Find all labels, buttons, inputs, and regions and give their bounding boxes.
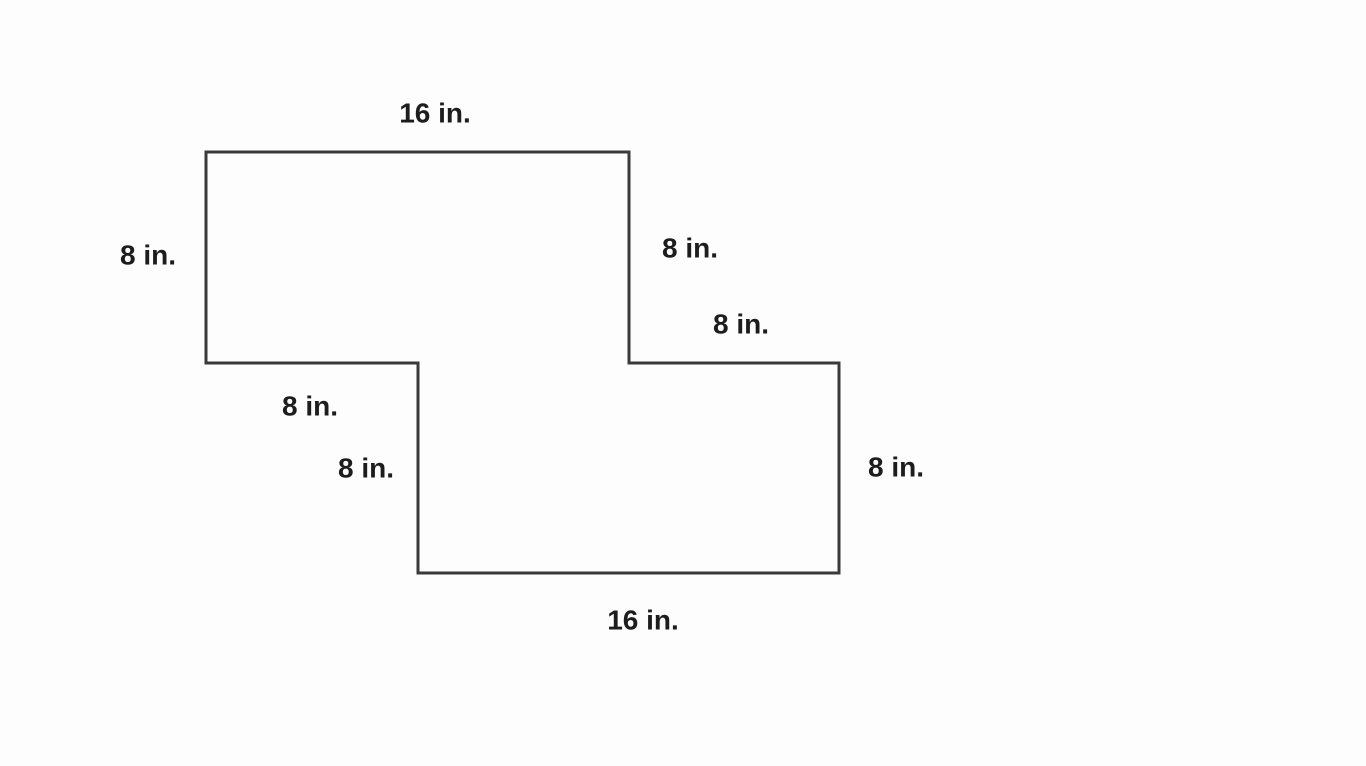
dimension-label-upper-right-vertical: 8 in. — [662, 233, 718, 264]
dimension-label-inner-left-vertical: 8 in. — [338, 453, 394, 484]
dimension-labels: 16 in.8 in.8 in.8 in.8 in.8 in.8 in.16 i… — [120, 98, 924, 636]
dimension-label-bottom-horizontal: 16 in. — [607, 605, 679, 636]
dimension-label-middle-right-horizontal: 8 in. — [713, 309, 769, 340]
dimension-label-outer-left-vertical: 8 in. — [120, 240, 176, 271]
dimension-label-top-horizontal: 16 in. — [399, 98, 471, 129]
dimension-label-outer-right-vertical: 8 in. — [868, 452, 924, 483]
composite-shape-outline — [204, 150, 841, 575]
dimension-label-middle-left-horizontal: 8 in. — [282, 391, 338, 422]
